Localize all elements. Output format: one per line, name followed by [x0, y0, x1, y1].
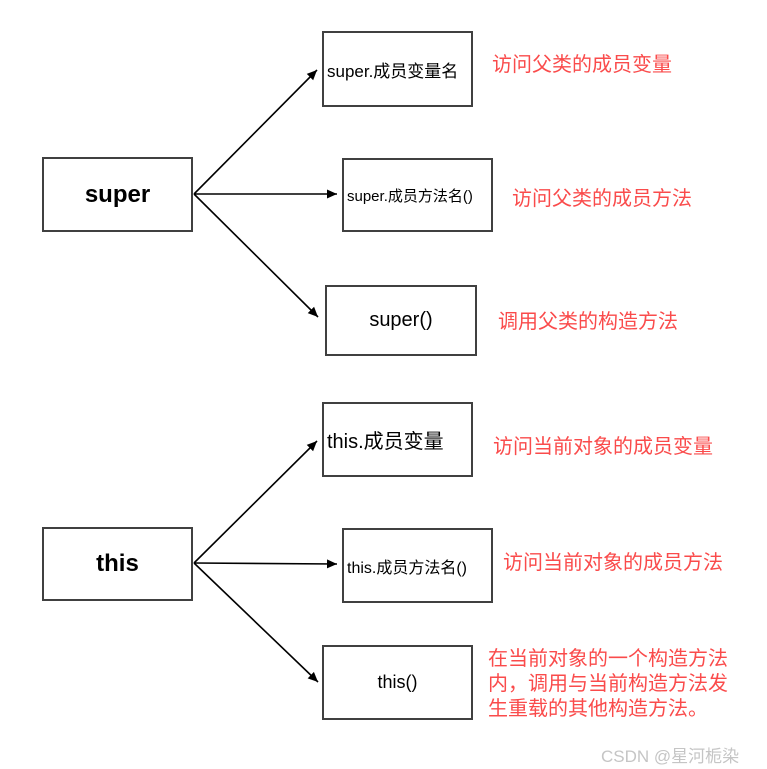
annotation-super-member-variable: 访问父类的成员变量	[492, 54, 672, 76]
keyword-box-this: this	[42, 527, 193, 601]
arrow-this-to-member-method	[193, 559, 338, 569]
csdn-watermark: CSDN @星河栀染	[601, 747, 740, 766]
arrow-super-to-constructor	[193, 193, 319, 318]
keyword-box-super: super	[42, 157, 193, 232]
usage-box-super-member-method: super.成员方法名()	[342, 158, 493, 232]
annotation-super-constructor: 调用父类的构造方法	[498, 311, 678, 333]
annotation-this-member-variable: 访问当前对象的成员变量	[493, 436, 713, 458]
usage-box-this-member-method: this.成员方法名()	[342, 528, 493, 603]
usage-box-super-member-variable: super.成员变量名	[322, 31, 473, 107]
arrow-this-to-member-variable	[193, 440, 318, 564]
usage-box-this-constructor: this()	[322, 645, 473, 720]
annotation-this-member-method: 访问当前对象的成员方法	[503, 552, 723, 574]
annotation-this-constructor: 在当前对象的一个构造方法 内，调用与当前构造方法发 生重载的其他构造方法。	[488, 647, 728, 722]
usage-box-super-constructor: super()	[325, 285, 477, 356]
arrow-super-to-member-variable	[193, 69, 318, 195]
annotation-this-constructor-line2: 内，调用与当前构造方法发	[488, 673, 728, 695]
usage-box-this-member-variable: this.成员变量	[322, 402, 473, 477]
annotation-this-constructor-line3: 生重载的其他构造方法。	[488, 698, 708, 720]
annotation-this-constructor-line1: 在当前对象的一个构造方法	[488, 648, 728, 670]
annotation-super-member-method: 访问父类的成员方法	[512, 188, 692, 210]
arrow-this-to-constructor	[193, 562, 319, 683]
